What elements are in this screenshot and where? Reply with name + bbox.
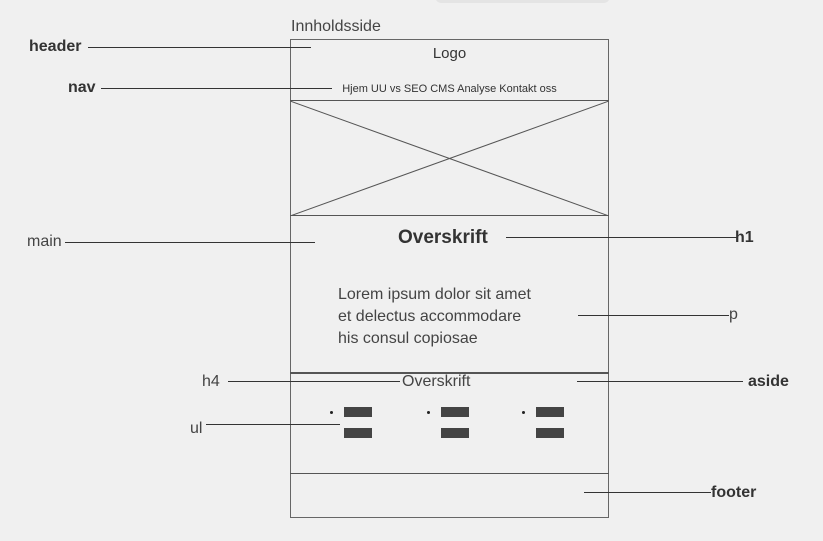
list-item-bar	[441, 428, 469, 438]
window-top-bar	[435, 0, 610, 3]
annotation-h1: h1	[735, 229, 754, 246]
leader-line-p	[578, 315, 729, 316]
annotation-nav: nav	[68, 79, 96, 96]
leader-line-h1	[506, 237, 738, 238]
image-divider	[290, 215, 609, 216]
annotation-main: main	[27, 233, 62, 250]
aside-divider	[290, 372, 609, 374]
annotation-aside: aside	[748, 373, 789, 390]
list-item-bar	[536, 428, 564, 438]
list-item-bar	[344, 407, 372, 417]
annotation-p: p	[729, 306, 738, 323]
footer-divider	[290, 473, 609, 474]
annotation-header: header	[29, 38, 82, 55]
list-item-bar	[536, 407, 564, 417]
nav-links: Hjem UU vs SEO CMS Analyse Kontakt oss	[342, 83, 557, 95]
nav-divider	[290, 100, 609, 101]
main-heading: Overskrift	[398, 227, 488, 248]
leader-line-header	[88, 47, 311, 48]
leader-line-main	[65, 242, 315, 243]
main-paragraph-line-2: et delectus accommodare	[338, 308, 522, 325]
list-bullet	[330, 411, 333, 414]
annotation-ul: ul	[190, 420, 203, 437]
list-bullet	[427, 411, 430, 414]
wireframe-frame	[290, 39, 609, 518]
leader-line-h4	[228, 381, 400, 382]
image-placeholder-icon	[290, 101, 609, 216]
annotation-h4: h4	[202, 373, 220, 390]
main-paragraph-line-1: Lorem ipsum dolor sit amet	[338, 286, 531, 303]
list-bullet	[522, 411, 525, 414]
leader-line-nav	[101, 88, 332, 89]
list-item-bar	[441, 407, 469, 417]
logo-text: Logo	[432, 45, 467, 62]
annotation-footer: footer	[711, 484, 757, 501]
leader-line-ul	[206, 424, 340, 425]
main-paragraph-line-3: his consul copiosae	[338, 330, 478, 347]
leader-line-aside	[577, 381, 743, 382]
aside-heading: Overskrift	[402, 373, 471, 390]
page-title: Innholdsside	[291, 18, 381, 35]
leader-line-footer	[584, 492, 711, 493]
list-item-bar	[344, 428, 372, 438]
